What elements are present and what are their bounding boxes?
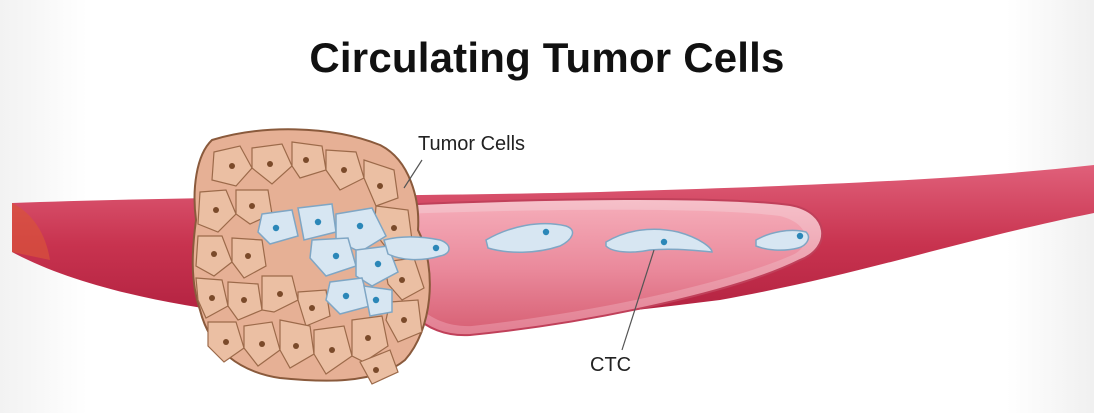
ctc-label: CTC	[590, 354, 631, 377]
tumor-cells-label: Tumor Cells	[418, 133, 525, 156]
